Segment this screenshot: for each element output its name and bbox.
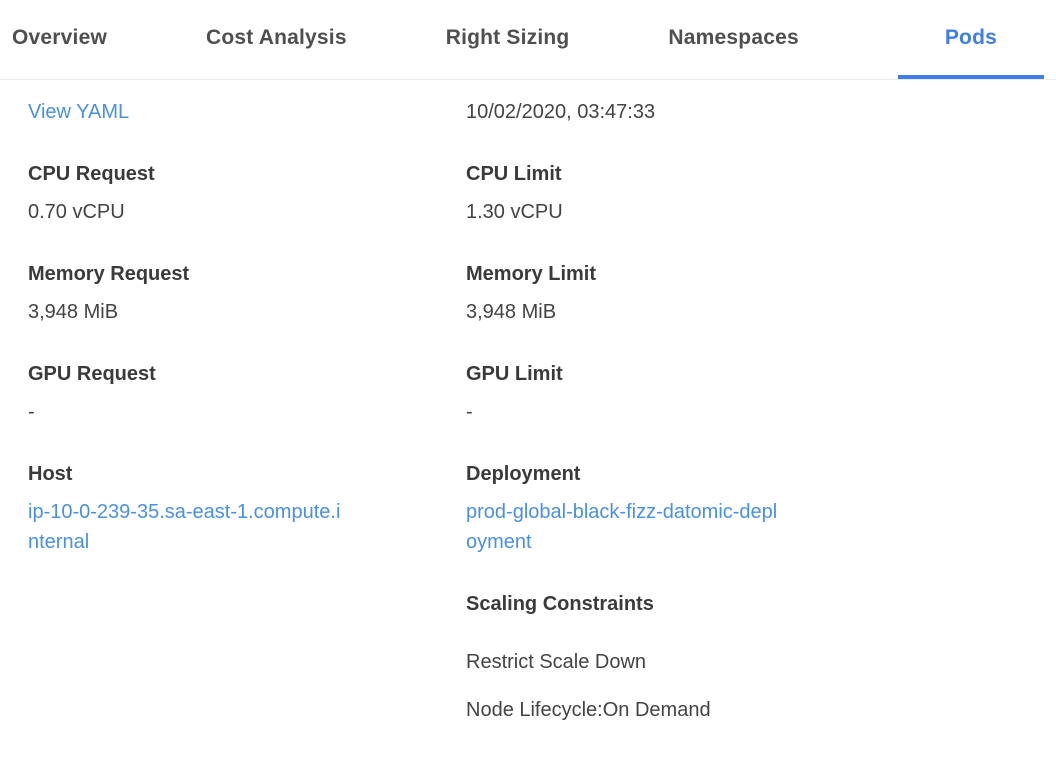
tab-overview[interactable]: Overview xyxy=(12,25,107,49)
host-link[interactable]: ip-10-0-239-35.sa-east-1.compute.interna… xyxy=(28,501,341,553)
view-yaml-group: View YAML xyxy=(28,97,466,127)
tab-cost-analysis[interactable]: Cost Analysis xyxy=(206,25,347,49)
deployment-link[interactable]: prod-global-black-fizz-datomic-deploymen… xyxy=(466,501,778,553)
gpu-limit-label: GPU Limit xyxy=(466,363,563,385)
scaling-constraints-label: Scaling Constraints xyxy=(466,593,654,615)
cpu-request-label: CPU Request xyxy=(28,163,155,185)
cpu-request-field: CPU Request 0.70 vCPU xyxy=(28,159,466,227)
host-field: Host ip-10-0-239-35.sa-east-1.compute.in… xyxy=(28,459,466,557)
deployment-label: Deployment xyxy=(466,463,581,485)
memory-limit-value: 3,948 MiB xyxy=(466,301,557,323)
host-label: Host xyxy=(28,463,73,485)
cpu-limit-value: 1.30 vCPU xyxy=(466,201,563,223)
memory-request-label: Memory Request xyxy=(28,263,190,285)
timestamp-group: 10/02/2020, 03:47:33 xyxy=(466,97,1028,127)
memory-request-field: Memory Request 3,948 MiB xyxy=(28,259,466,327)
gpu-request-field: GPU Request - xyxy=(28,359,466,427)
gpu-request-value: - xyxy=(28,401,35,423)
cpu-limit-field: CPU Limit 1.30 vCPU xyxy=(466,159,1028,227)
tab-right-sizing[interactable]: Right Sizing xyxy=(445,25,570,49)
memory-limit-label: Memory Limit xyxy=(466,263,597,285)
cpu-limit-label: CPU Limit xyxy=(466,163,562,185)
pod-timestamp: 10/02/2020, 03:47:33 xyxy=(466,101,656,123)
pod-details-panel: View YAML CPU Request 0.70 vCPU Memory R… xyxy=(0,80,1056,743)
tab-bar: Overview Cost Analysis Right Sizing Name… xyxy=(0,0,1056,80)
tab-namespaces[interactable]: Namespaces xyxy=(668,25,799,49)
gpu-limit-field: GPU Limit - xyxy=(466,359,1028,427)
scaling-constraint-item: Restrict Scale Down xyxy=(466,651,647,673)
scaling-constraint-item: Node Lifecycle:On Demand xyxy=(466,699,711,721)
memory-limit-field: Memory Limit 3,948 MiB xyxy=(466,259,1028,327)
cpu-request-value: 0.70 vCPU xyxy=(28,201,125,223)
gpu-limit-value: - xyxy=(466,401,473,423)
gpu-request-label: GPU Request xyxy=(28,363,156,385)
deployment-field: Deployment prod-global-black-fizz-datomi… xyxy=(466,459,1028,557)
details-right-column: 10/02/2020, 03:47:33 CPU Limit 1.30 vCPU… xyxy=(466,97,1028,743)
scaling-constraints-section: Scaling Constraints Restrict Scale Down … xyxy=(466,589,1028,725)
view-yaml-link[interactable]: View YAML xyxy=(28,101,130,123)
memory-request-value: 3,948 MiB xyxy=(28,301,119,323)
tab-pods[interactable]: Pods xyxy=(897,0,1044,79)
details-left-column: View YAML CPU Request 0.70 vCPU Memory R… xyxy=(28,97,466,743)
